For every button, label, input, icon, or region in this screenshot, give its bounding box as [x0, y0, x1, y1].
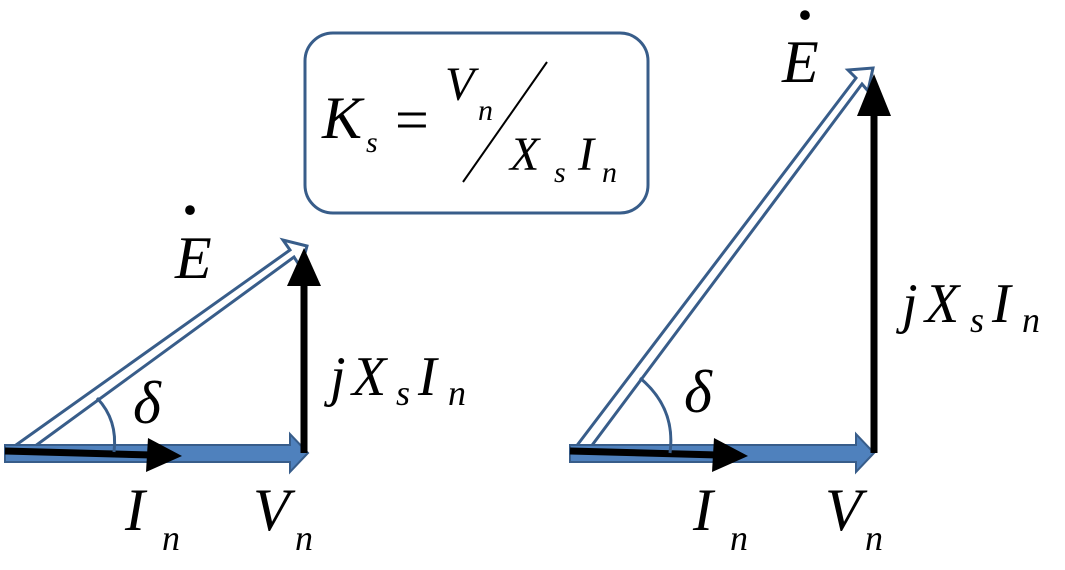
- left-voltage-main: V: [253, 477, 296, 543]
- right-current-main: I: [692, 477, 716, 543]
- formula-den-main1: X: [508, 128, 541, 181]
- left-angle-label: δ: [133, 370, 162, 436]
- left-angle-arc: [95, 396, 117, 453]
- formula-lhs-main: K: [321, 85, 365, 151]
- formula-den-sub2: n: [602, 156, 617, 189]
- formula-num-main: V: [445, 58, 479, 111]
- right-jx-s: s: [970, 300, 984, 340]
- left-jx-s: s: [396, 373, 410, 413]
- formula-box-border: [303, 31, 650, 215]
- formula-fraction-slash: [462, 61, 548, 183]
- left-e-dot: ·: [180, 177, 200, 243]
- right-angle-label: δ: [684, 359, 713, 425]
- left-jx-j: j: [324, 346, 346, 408]
- right-e-label: E: [781, 29, 819, 95]
- left-current-sub: n: [162, 518, 180, 558]
- right-e-phasor-arrow: [569, 66, 875, 463]
- left-jx-x: X: [350, 346, 389, 408]
- right-jx-x: X: [923, 273, 962, 335]
- right-jxi-phasor-arrow: [857, 74, 891, 453]
- formula-box: K s = V n X s I n: [303, 31, 650, 215]
- right-angle-arc: [639, 376, 673, 454]
- left-phasor-diagram: · E δ I n V n j X s I n: [4, 177, 466, 558]
- left-jxi-phasor-arrow: [287, 248, 321, 453]
- right-phasor-diagram: · E δ I n V n j X s I n: [569, 0, 1040, 558]
- left-i-phasor-arrow: [4, 438, 182, 472]
- left-e-label: E: [174, 225, 212, 291]
- formula-equals: =: [395, 87, 429, 153]
- left-current-main: I: [124, 477, 148, 543]
- formula-lhs-sub: s: [366, 126, 378, 159]
- formula-den-main2: I: [577, 128, 596, 181]
- formula-den-sub1: s: [554, 156, 566, 189]
- right-voltage-main: V: [825, 477, 868, 543]
- left-jx-i: I: [417, 346, 439, 408]
- formula-num-sub: n: [478, 94, 493, 127]
- right-voltage-sub: n: [865, 518, 883, 558]
- right-i-phasor-arrow: [569, 438, 748, 472]
- left-voltage-sub: n: [295, 518, 313, 558]
- right-jx-i: I: [991, 273, 1013, 335]
- right-jx-j: j: [896, 273, 918, 335]
- right-e-dot: ·: [795, 0, 815, 48]
- right-jx-n: n: [1022, 300, 1040, 340]
- right-current-sub: n: [730, 518, 748, 558]
- left-jx-n: n: [448, 373, 466, 413]
